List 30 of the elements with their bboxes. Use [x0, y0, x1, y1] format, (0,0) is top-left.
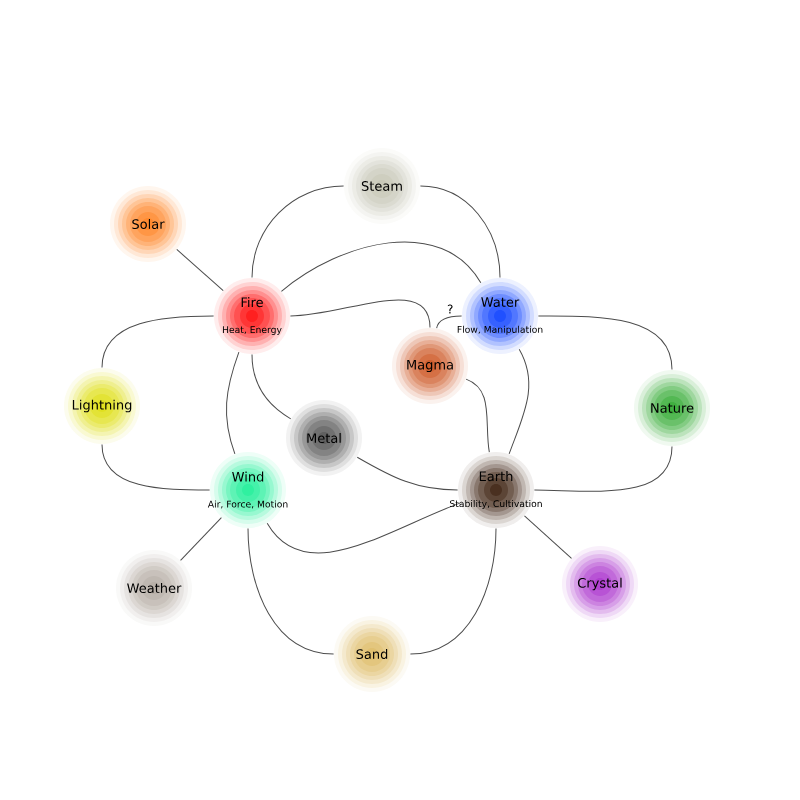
element-circle [64, 368, 140, 444]
element-circle [634, 370, 710, 446]
element-circle [334, 616, 410, 692]
element-circle [214, 278, 290, 354]
connector-line [101, 315, 215, 369]
element-circle [210, 452, 286, 528]
element-circle [344, 148, 420, 224]
element-circle [116, 550, 192, 626]
element-circle [562, 546, 638, 622]
connector-line [356, 456, 459, 491]
element-circle [286, 400, 362, 476]
connector-line [524, 515, 572, 559]
connector-line [251, 353, 292, 420]
connector-line [266, 502, 461, 554]
connector-line [409, 527, 497, 655]
connector-line [508, 348, 530, 455]
connector-line [180, 517, 222, 561]
connector-line [247, 527, 335, 655]
connector-line [101, 443, 211, 491]
connector-line [533, 445, 673, 492]
connector-line [436, 315, 463, 329]
connector-line [465, 378, 490, 453]
connector-line [419, 185, 501, 279]
connector-line [251, 185, 345, 279]
connector-line [537, 315, 673, 371]
connector-line [225, 351, 240, 455]
connector-line [280, 241, 482, 292]
element-circle [110, 186, 186, 262]
connector-line [176, 248, 224, 292]
connector-line [289, 299, 431, 329]
